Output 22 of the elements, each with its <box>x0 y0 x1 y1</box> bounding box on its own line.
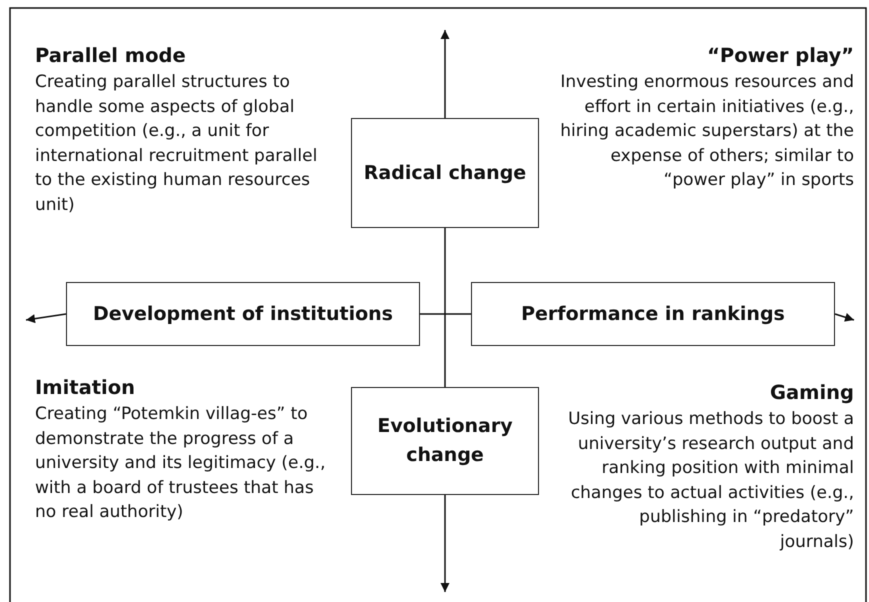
quadrant-description: Creating parallel structures to handle some aspects of global competition (e.g., a unit for international recruitment parallel to the existing human resources unit) <box>35 71 318 216</box>
quadrant-heading: Parallel mode <box>35 44 187 68</box>
axis-arrow <box>440 30 450 118</box>
quadrant-heading: Gaming <box>768 381 854 406</box>
axis-line <box>444 228 446 387</box>
concept-box <box>351 387 539 495</box>
quadrant-heading: “Power play” <box>706 44 854 68</box>
axis-arrow <box>440 495 450 592</box>
box-label: Performance in rankings <box>521 302 785 326</box>
concept-box <box>66 282 420 346</box>
concept-box <box>351 118 539 228</box>
box-label: Evolutionary change <box>376 414 514 468</box>
box-label: Development of institutions <box>93 302 393 326</box>
quadrant-description: Creating “Potemkin villag-es” to demonstrate the progress of a university and its legitimacy (e.g., with a board of trustees that has no real authority) <box>35 403 326 524</box>
quadrant-description: Using various methods to boost a university’s research output and ranking position with minimal changes to actual activities (e.g., publishing in “predatory” journals) <box>567 408 854 554</box>
axis-arrow <box>26 313 66 324</box>
quadrant-description: Investing enormous resources and effort in certain initiatives (e.g., hiring academic superstars) at the expense of others; similar to “power play” in sports <box>560 71 854 192</box>
concept-box <box>471 282 835 346</box>
quadrant-heading: Imitation <box>35 376 136 400</box>
box-label: Radical change <box>364 160 526 186</box>
axis-arrow <box>834 313 854 322</box>
axis-line <box>420 313 471 315</box>
